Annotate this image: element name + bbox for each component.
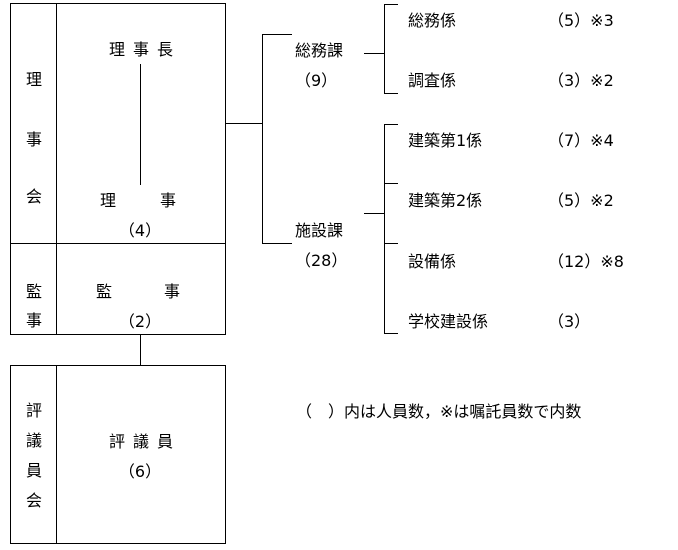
section-count: （5）※3	[548, 11, 614, 30]
legend-note: （ ）内は人員数，※は嘱託員数で内数	[296, 402, 582, 421]
section-name: 設備係	[408, 252, 457, 271]
section-count: （12）※8	[548, 252, 624, 271]
section-name: 学校建設係	[408, 312, 489, 331]
chairman-title: 理事長	[108, 40, 181, 59]
section-name: 建築第2係	[408, 191, 483, 210]
council-label-4: 会	[25, 491, 42, 510]
department-count-general: （9）	[295, 71, 338, 90]
council-count: （6）	[118, 462, 162, 481]
section-count: （7）※4	[548, 131, 614, 150]
auditor-label-1: 監	[25, 282, 42, 301]
board-label-1: 理	[25, 70, 42, 89]
board-label-3: 会	[25, 187, 42, 206]
department-name-general: 総務課	[295, 41, 344, 60]
council-label-2: 議	[25, 431, 42, 450]
department-count-facility: （28）	[295, 251, 348, 270]
council-label-3: 員	[25, 461, 42, 480]
department-name-facility: 施設課	[295, 221, 344, 240]
section-count: （3）	[548, 312, 591, 331]
council-title: 評議員	[108, 432, 181, 451]
section-name: 総務係	[408, 11, 457, 30]
section-name: 建築第1係	[408, 131, 483, 150]
director-count: （4）	[118, 221, 162, 240]
auditor-label-2: 事	[25, 311, 42, 330]
section-name: 調査係	[408, 71, 457, 90]
council-label-1: 評	[25, 401, 42, 420]
board-auditor-box	[10, 3, 226, 335]
section-count: （5）※2	[548, 191, 614, 210]
board-label-2: 事	[25, 130, 42, 149]
council-box	[10, 365, 226, 544]
auditor-title: 監事	[96, 282, 233, 301]
auditor-count: （2）	[118, 312, 162, 331]
section-count: （3）※2	[548, 71, 614, 90]
director-title: 理事	[100, 191, 221, 210]
